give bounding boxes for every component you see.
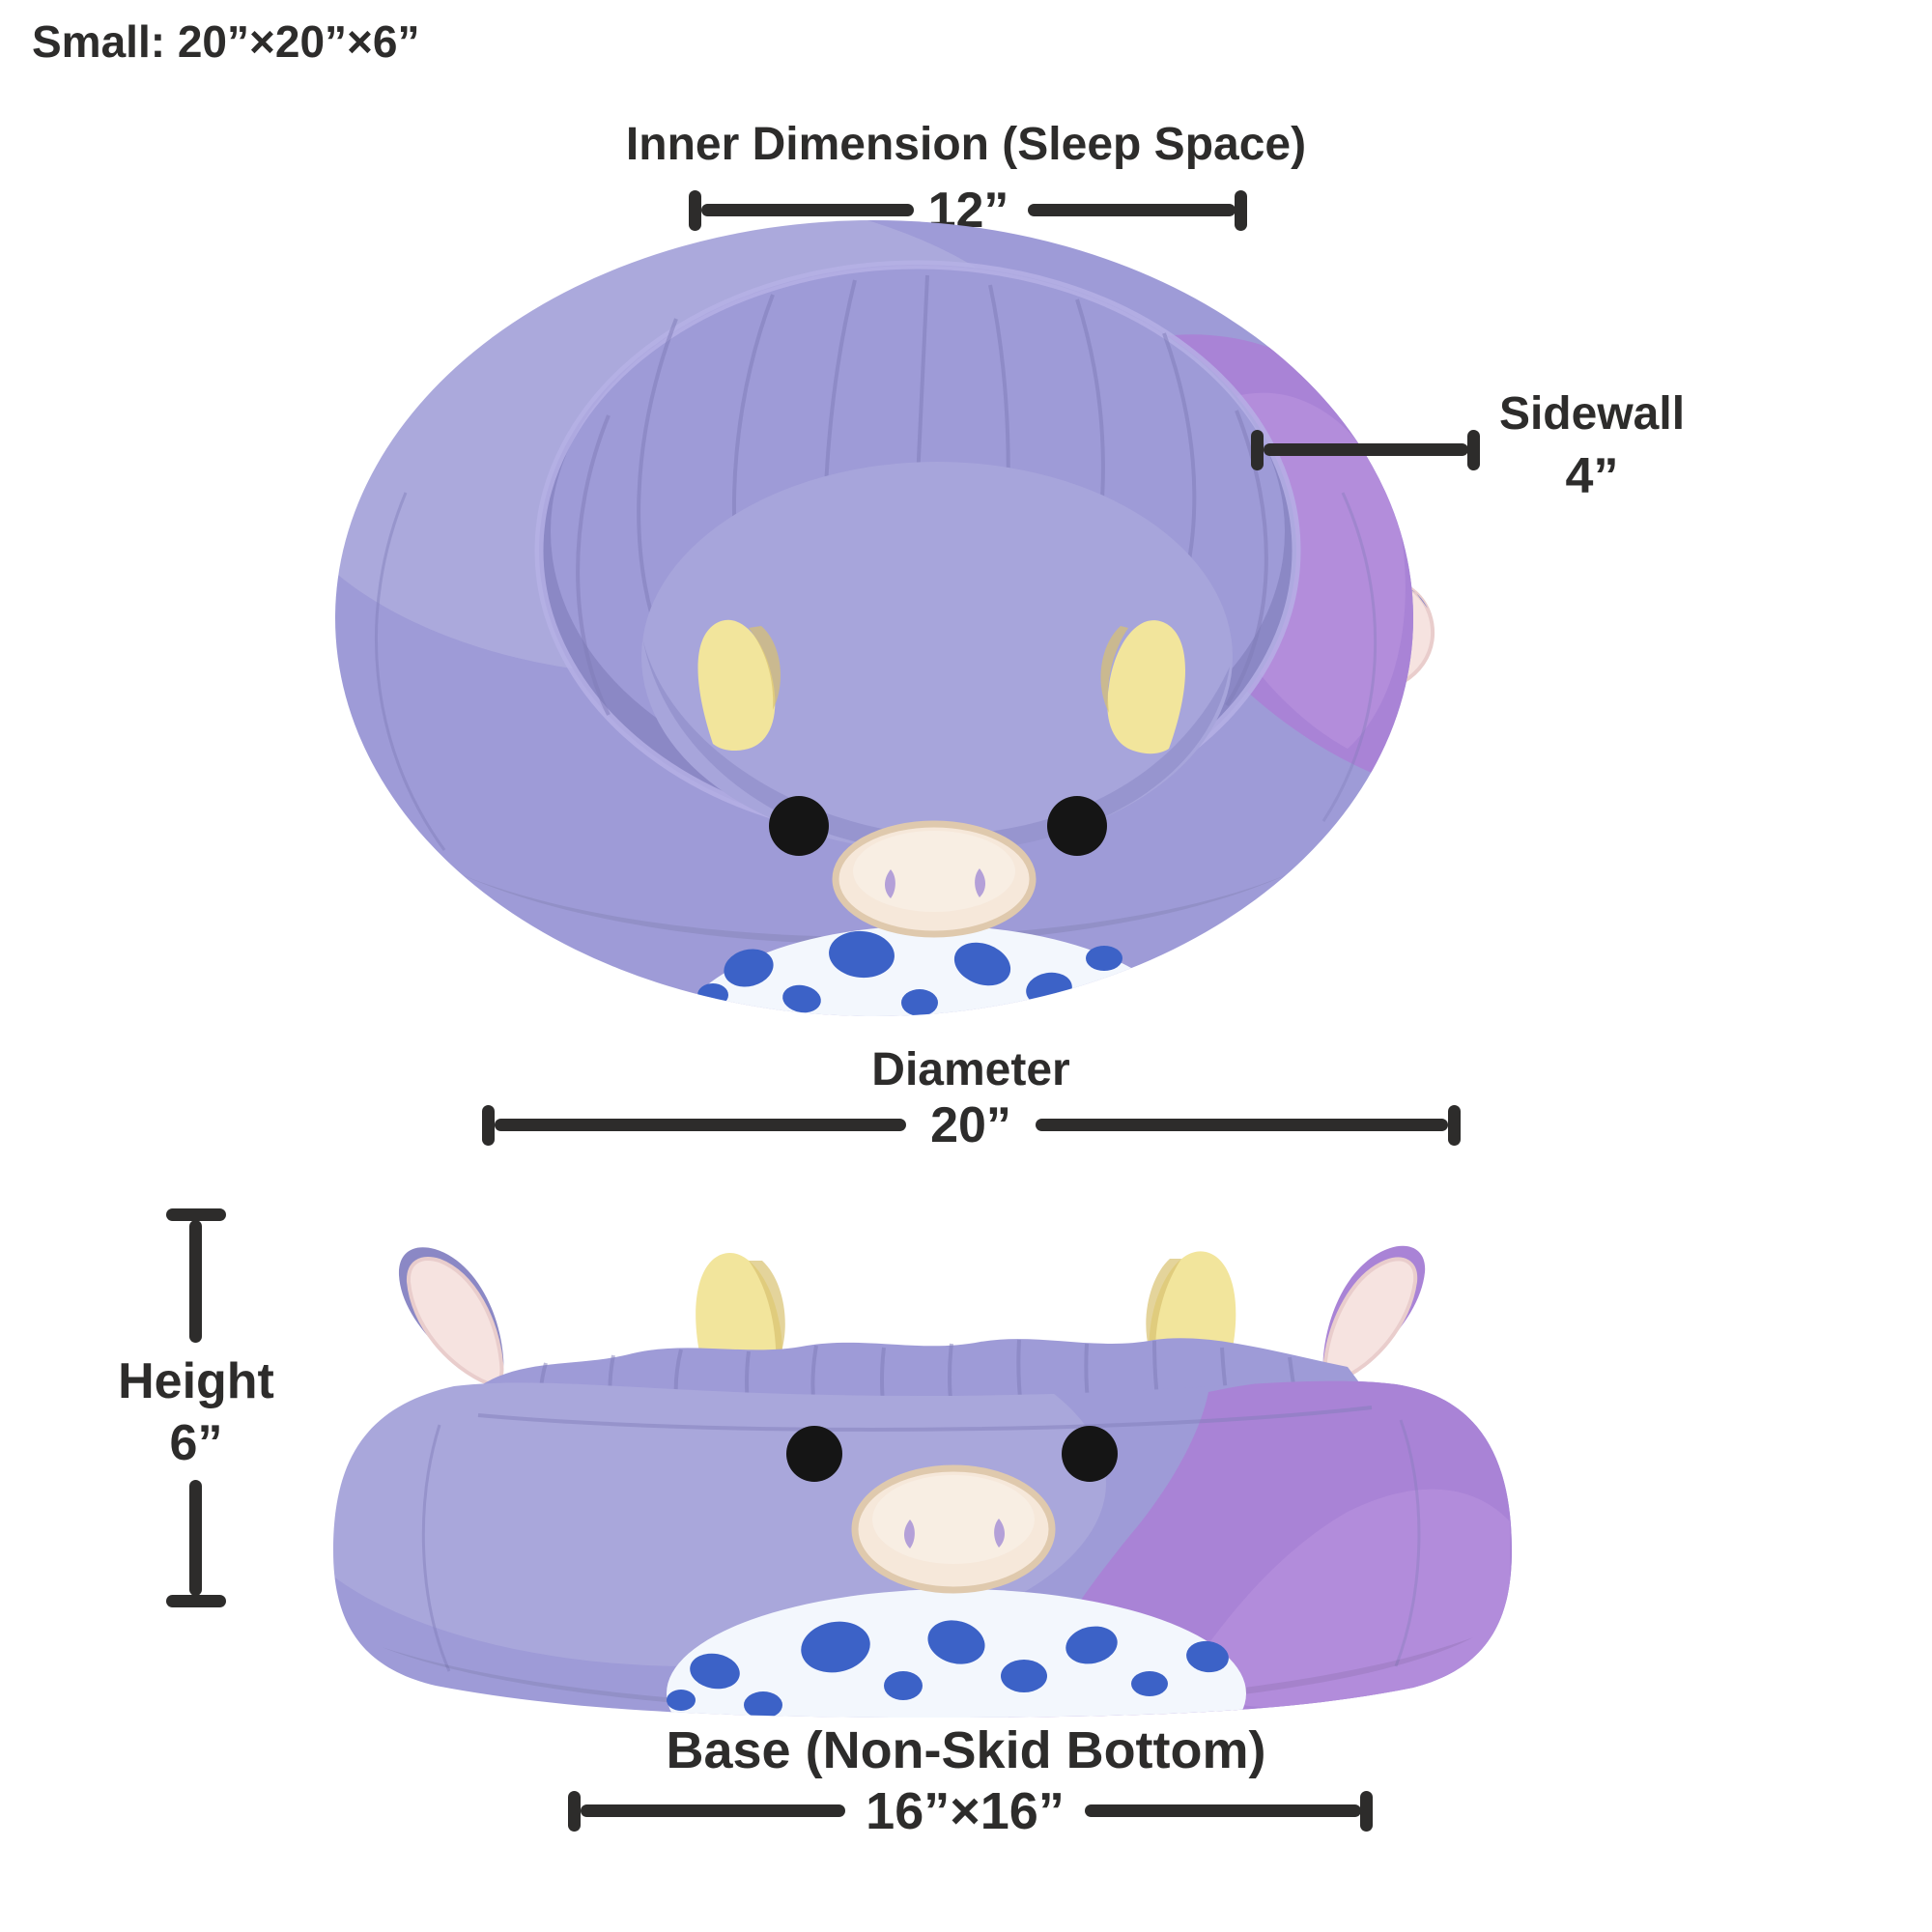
diameter-line-right-cap [1448, 1105, 1461, 1146]
top-view-left-eye-icon [769, 796, 829, 856]
height-line-top-cap [166, 1208, 226, 1221]
base-line-left-segment [581, 1804, 845, 1817]
base-line-left-cap [568, 1791, 581, 1832]
height-value: 6” [169, 1415, 223, 1471]
base-value: 16”×16” [866, 1782, 1065, 1840]
height-line-bottom-segment [189, 1480, 202, 1596]
side-view-left-ear-icon [398, 1247, 504, 1387]
top-view-right-eye-icon [1047, 796, 1107, 856]
pet-bed-top-view [335, 220, 1435, 1016]
side-view-snout-icon [851, 1464, 1056, 1594]
top-view-right-horn-icon [1100, 620, 1185, 754]
diameter-line-left-cap [482, 1105, 495, 1146]
side-view-left-eye-icon [786, 1426, 842, 1482]
height-line-bottom-cap [166, 1595, 226, 1607]
inner-dimension-line-right-segment [1028, 204, 1236, 216]
sidewall-line-right-cap [1467, 430, 1480, 470]
diameter-title: Diameter [871, 1044, 1070, 1095]
top-view-belly-patch [673, 925, 1191, 1016]
base-line-right-cap [1360, 1791, 1373, 1832]
diameter-line-right-segment [1036, 1119, 1448, 1131]
inner-dimension-title: Inner Dimension (Sleep Space) [625, 119, 1307, 170]
inner-dimension-line-right-cap [1235, 190, 1247, 231]
pet-bed-side-view [333, 1245, 1512, 1718]
inner-dimension-line-left-segment [701, 204, 914, 216]
diameter-value: 20” [930, 1097, 1011, 1153]
sidewall-title: Sidewall [1498, 388, 1686, 440]
inner-dimension-line-left-cap [689, 190, 701, 231]
side-view-face [786, 1426, 1118, 1594]
top-view-snout-icon [832, 820, 1037, 938]
side-view-right-eye-icon [1062, 1426, 1118, 1482]
base-line-right-segment [1085, 1804, 1361, 1817]
side-view-right-ear-icon [1322, 1245, 1426, 1384]
diameter-line-left-segment [495, 1119, 906, 1131]
height-title: Height [118, 1353, 274, 1409]
height-line-top-segment [189, 1220, 202, 1343]
size-label: Small: 20”×20”×6” [32, 16, 420, 67]
sidewall-line-left-cap [1251, 430, 1264, 470]
top-view-face [769, 796, 1107, 938]
base-title: Base (Non-Skid Bottom) [666, 1721, 1266, 1779]
sidewall-value: 4” [1565, 448, 1619, 504]
top-view-left-horn-icon [697, 619, 781, 752]
sidewall-line-segment [1264, 443, 1468, 456]
side-view-belly-patch [667, 1589, 1246, 1718]
